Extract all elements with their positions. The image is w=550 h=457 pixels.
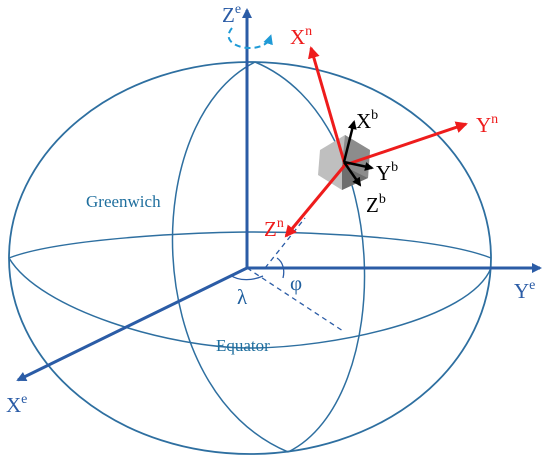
- yb-axis: [343, 160, 374, 171]
- local-meridian: [254, 61, 366, 453]
- label-greenwich: Greenwich: [86, 192, 161, 211]
- yn-axis: [344, 121, 468, 167]
- label-ze: Ze: [222, 2, 241, 27]
- label-yn: Yn: [476, 112, 498, 137]
- equator-front-arc: [8, 257, 492, 349]
- xb-axis: [342, 120, 357, 163]
- equator-back-arc: [8, 231, 492, 259]
- xe-axis: [16, 266, 248, 382]
- zn-axis: [284, 164, 347, 238]
- label-xb: Xb: [356, 108, 378, 133]
- label-yb: Yb: [376, 160, 398, 185]
- lambda-arc: [229, 274, 264, 281]
- label-ye: Ye: [514, 278, 535, 303]
- label-zn: Zn: [264, 216, 284, 241]
- earth-ellipsoid: [8, 61, 492, 455]
- label-xn: Xn: [290, 24, 312, 49]
- label-equator: Equator: [216, 336, 270, 355]
- label-zb: Zb: [366, 192, 386, 217]
- phi-position-dashed: [264, 217, 306, 269]
- earth-rotation-arrow: [227, 27, 273, 50]
- zb-axis: [342, 161, 362, 187]
- label-lambda: λ: [237, 285, 248, 309]
- label-phi: φ: [290, 271, 302, 295]
- xn-axis: [308, 46, 347, 166]
- greenwich-meridian: [171, 61, 289, 453]
- lambda-projection-dashed: [246, 267, 344, 332]
- phi-arc: [276, 257, 285, 279]
- label-xe: Xe: [6, 392, 27, 417]
